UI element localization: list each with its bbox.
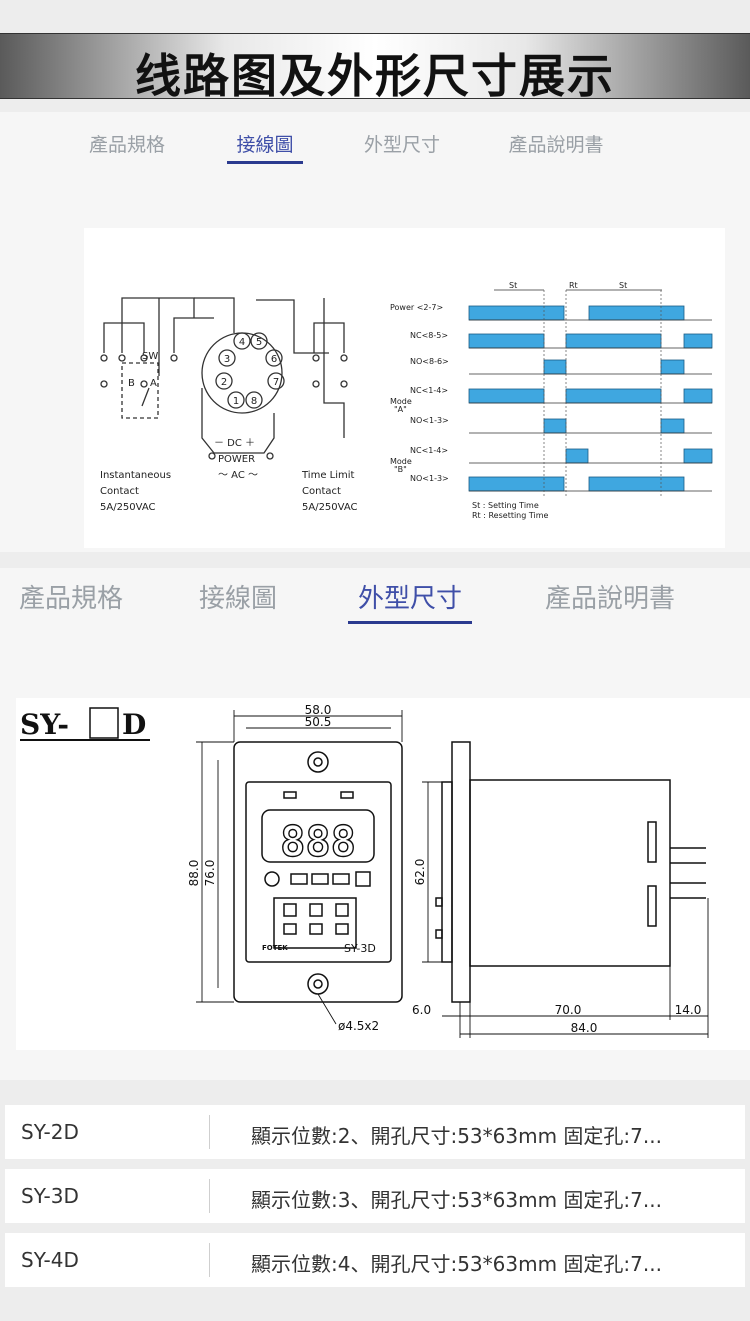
signal-nc-8-5: NC<8-5> bbox=[410, 331, 448, 340]
tab-wiring[interactable]: 接線圖 bbox=[198, 584, 277, 614]
dimension-drawing: SY- D 888 FOTEK SY-3D bbox=[16, 698, 750, 1050]
product-desc: 顯示位數:4、開孔尺寸:53*63mm 固定孔:7... bbox=[251, 1252, 662, 1276]
tab-bar-bottom: 產品規格 接線圖 外型尺寸 產品說明書 bbox=[0, 578, 750, 628]
model-suffix: D bbox=[122, 708, 146, 741]
timing-chart: St Rt St Power <2-7> NC<8-5> NO<8-6> NC<… bbox=[390, 281, 713, 520]
brand-logo: FOTEK bbox=[262, 944, 288, 952]
dim-height-inner: 76.0 bbox=[203, 860, 217, 887]
pin-2: 2 bbox=[221, 377, 227, 388]
display-digits: 888 bbox=[280, 817, 356, 866]
tab-spec[interactable]: 產品規格 bbox=[88, 134, 165, 156]
signal-no-8-6: NO<8-6> bbox=[410, 357, 449, 366]
pin-6: 6 bbox=[271, 354, 277, 365]
tab-manual[interactable]: 產品說明書 bbox=[508, 134, 604, 156]
dim-holes: ø4.5x2 bbox=[338, 1019, 379, 1033]
pin-7: 7 bbox=[273, 377, 279, 388]
left-contact-line2: Contact bbox=[100, 486, 139, 497]
tab-manual[interactable]: 產品說明書 bbox=[544, 584, 675, 614]
product-model: SY-2D bbox=[21, 1120, 79, 1144]
tab-dimension[interactable]: 外型尺寸 bbox=[363, 134, 440, 156]
a-label: A bbox=[150, 378, 157, 389]
signal-no-1-3-a: NO<1-3> bbox=[410, 416, 449, 425]
section-banner: 线路图及外形尺寸展示 bbox=[0, 33, 750, 103]
legend-setting-time: St : Setting Time bbox=[472, 501, 539, 510]
signal-nc-1-4-b: NC<1-4> bbox=[410, 446, 448, 455]
sw-label: SW bbox=[142, 351, 158, 362]
list-item[interactable]: SY-4D 顯示位數:4、開孔尺寸:53*63mm 固定孔:7... bbox=[5, 1233, 745, 1287]
dimension-drawing-svg: SY- D 888 FOTEK SY-3D bbox=[20, 703, 709, 1038]
product-desc: 顯示位數:3、開孔尺寸:53*63mm 固定孔:7... bbox=[251, 1188, 662, 1212]
dim-depth-height: 62.0 bbox=[413, 859, 427, 886]
row-divider bbox=[209, 1179, 210, 1213]
tab-bar-top: 產品規格 接線圖 外型尺寸 產品說明書 bbox=[0, 130, 750, 170]
list-item[interactable]: SY-2D 顯示位數:2、開孔尺寸:53*63mm 固定孔:7... bbox=[5, 1105, 745, 1159]
banner-title: 线路图及外形尺寸展示 bbox=[135, 49, 615, 103]
ac-label: ～ AC ～ bbox=[218, 470, 258, 481]
dim-flange: 6.0 bbox=[412, 1003, 431, 1017]
tab-wiring[interactable]: 接線圖 bbox=[227, 130, 303, 164]
dim-total: 84.0 bbox=[571, 1021, 598, 1035]
mode-a-line1: Mode bbox=[390, 397, 412, 406]
front-model-text: SY-3D bbox=[344, 942, 376, 955]
st-label-1: St bbox=[509, 281, 517, 290]
left-contact-line3: 5A/250VAC bbox=[100, 502, 156, 513]
tab-spec[interactable]: 產品規格 bbox=[18, 584, 123, 614]
right-contact-line2: Contact bbox=[302, 486, 341, 497]
model-prefix: SY- bbox=[20, 708, 69, 741]
wiring-diagram: 1 2 3 4 5 6 7 8 SW B A － DC ＋ POWER ～ AC… bbox=[84, 228, 725, 548]
pin-1: 1 bbox=[233, 396, 239, 407]
pin-4: 4 bbox=[239, 337, 245, 348]
signal-nc-1-4-a: NC<1-4> bbox=[410, 386, 448, 395]
tab-dimension[interactable]: 外型尺寸 bbox=[348, 578, 472, 624]
mode-b-line2: "B" bbox=[394, 465, 407, 474]
right-contact-line1: Time Limit bbox=[301, 470, 355, 481]
pin-5: 5 bbox=[256, 337, 262, 348]
b-label: B bbox=[128, 378, 135, 389]
wiring-diagram-svg: 1 2 3 4 5 6 7 8 SW B A － DC ＋ POWER ～ AC… bbox=[100, 281, 713, 520]
signal-no-1-3-b: NO<1-3> bbox=[410, 474, 449, 483]
wiring-panel: 產品規格 接線圖 外型尺寸 產品說明書 bbox=[0, 112, 750, 552]
mode-a-line2: "A" bbox=[394, 405, 407, 414]
dim-width-inner: 50.5 bbox=[305, 715, 332, 729]
left-contact-line1: Instantaneous bbox=[100, 470, 171, 481]
dimension-panel: 產品規格 接線圖 外型尺寸 產品說明書 SY- D bbox=[0, 568, 750, 1080]
pin-3: 3 bbox=[224, 354, 230, 365]
row-divider bbox=[209, 1243, 210, 1277]
mode-b-line1: Mode bbox=[390, 457, 412, 466]
dim-width-outer: 58.0 bbox=[305, 703, 332, 717]
pin-8: 8 bbox=[251, 396, 257, 407]
list-item[interactable]: SY-3D 顯示位數:3、開孔尺寸:53*63mm 固定孔:7... bbox=[5, 1169, 745, 1223]
signal-power: Power <2-7> bbox=[390, 303, 443, 312]
dim-pins: 14.0 bbox=[675, 1003, 702, 1017]
dim-body: 70.0 bbox=[555, 1003, 582, 1017]
product-desc: 顯示位數:2、開孔尺寸:53*63mm 固定孔:7... bbox=[251, 1124, 662, 1148]
power-label: POWER bbox=[218, 454, 255, 465]
product-model: SY-4D bbox=[21, 1248, 79, 1272]
rt-label: Rt bbox=[569, 281, 578, 290]
dc-label: － DC ＋ bbox=[214, 438, 255, 449]
st-label-2: St bbox=[619, 281, 627, 290]
product-model: SY-3D bbox=[21, 1184, 79, 1208]
right-contact-line3: 5A/250VAC bbox=[302, 502, 358, 513]
dim-height-outer: 88.0 bbox=[187, 860, 201, 887]
legend-resetting-time: Rt : Resetting Time bbox=[472, 511, 549, 520]
row-divider bbox=[209, 1115, 210, 1149]
